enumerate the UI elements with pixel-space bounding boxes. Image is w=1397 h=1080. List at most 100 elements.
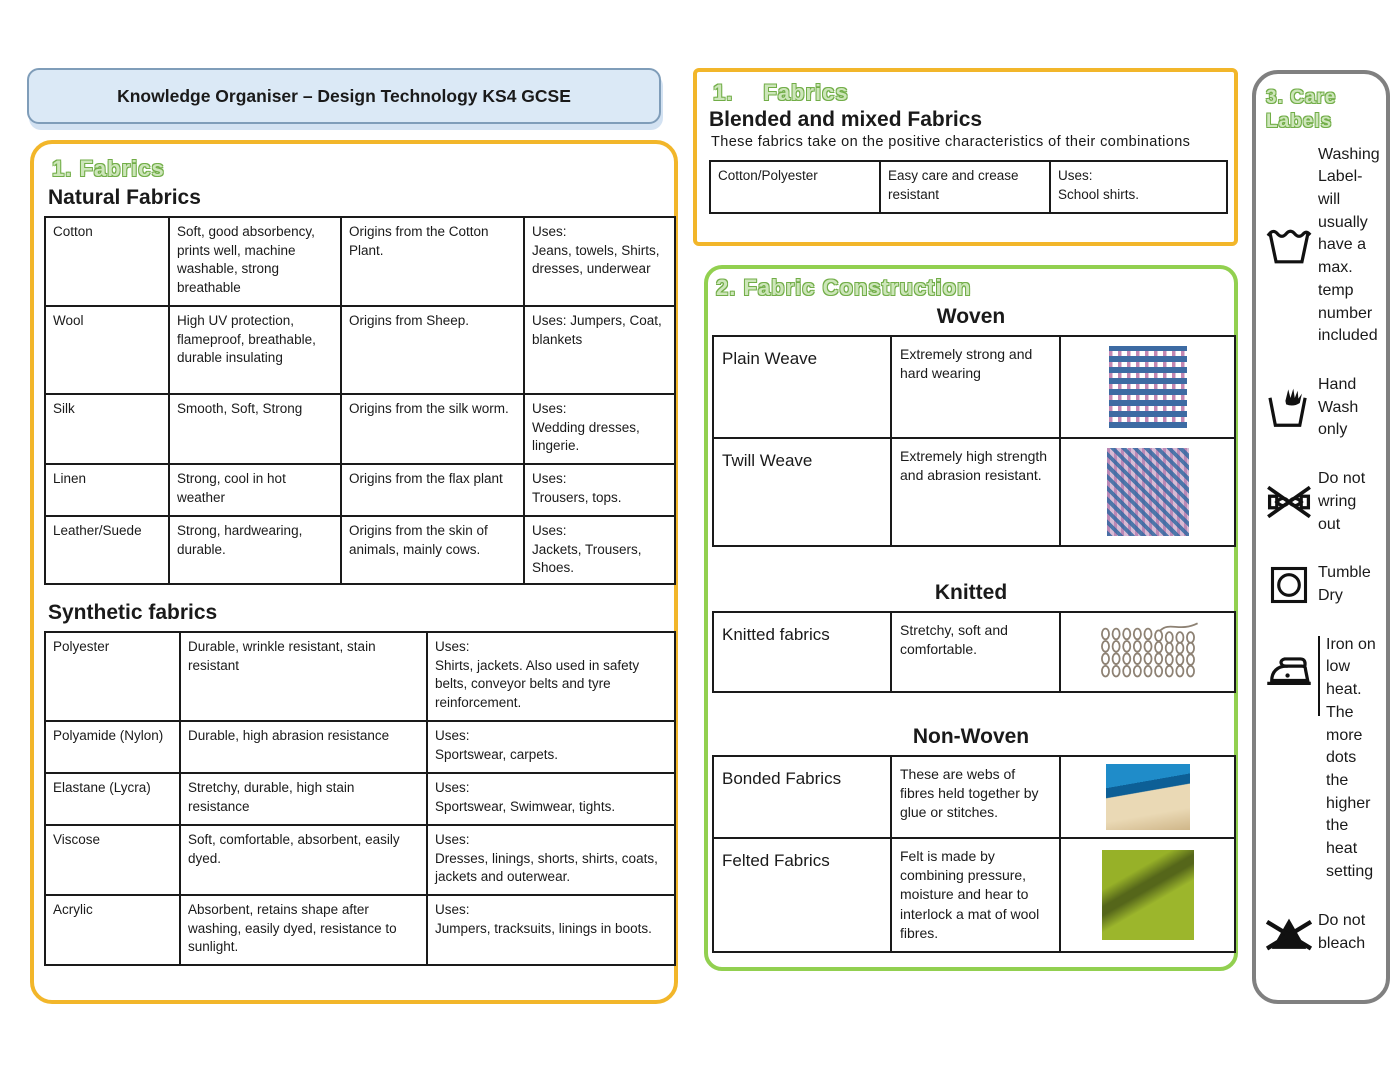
blended-subtitle: These fabrics take on the positive chara… — [711, 134, 1191, 150]
blended-section-word: Fabrics — [763, 80, 849, 105]
care-item-label: Do not bleach — [1318, 911, 1366, 952]
fabric-properties-cell: Absorbent, retains shape after washing, … — [179, 894, 428, 966]
care-item-iron: Iron on low heat. The more dots the high… — [1266, 634, 1378, 884]
table-row: Plain Weave Extremely strong and hard we… — [712, 335, 1236, 439]
fabric-origins-cell: Origins from the skin of animals, mainly… — [340, 515, 525, 585]
fabric-name-cell: Polyester — [44, 631, 181, 722]
knitted-table: Knitted fabrics Stretchy, soft and comfo… — [712, 611, 1236, 693]
fabric-name-cell: Cotton — [44, 216, 170, 307]
care-item-label: Tumble Dry — [1318, 564, 1371, 604]
table-row: Felted Fabrics Felt is made by combining… — [712, 836, 1236, 954]
construction-name-cell: Bonded Fabrics — [712, 754, 892, 839]
fabric-uses-cell: Uses: School shirts. — [1049, 160, 1228, 214]
fabric-name-cell: Cotton/Polyester — [709, 160, 881, 214]
iron-icon — [1266, 646, 1312, 692]
construction-desc-cell: Extremely high strength and abrasion res… — [890, 437, 1061, 547]
fabric-name-cell: Silk — [44, 393, 170, 465]
care-item-hand-wash: Hand Wash only — [1266, 374, 1378, 442]
woven-heading: Woven — [936, 305, 1006, 328]
construction-desc-cell: Stretchy, soft and comfortable. — [890, 611, 1061, 693]
construction-name-cell: Felted Fabrics — [712, 836, 892, 954]
hand-wash-icon — [1266, 385, 1312, 431]
fabric-uses-cell: Uses: Sportswear, Swimwear, tights. — [426, 772, 676, 826]
table-row: Bonded Fabrics These are webs of fibres … — [712, 754, 1236, 839]
fabric-origins-cell: Origins from the silk worm. — [340, 393, 525, 465]
fabric-uses-cell: Uses: Jumpers, tracksuits, linings in bo… — [426, 894, 676, 966]
fabric-uses-cell: Uses: Jeans, towels, Shirts, dresses, un… — [523, 216, 676, 307]
blended-section-number: 1. — [713, 80, 734, 105]
fabric-properties-cell: Strong, hardwearing, durable. — [168, 515, 342, 585]
table-row: Viscose Soft, comfortable, absorbent, ea… — [44, 824, 676, 896]
fabrics-section-heading: 1. Fabrics — [52, 156, 165, 181]
care-item-do-not-bleach: Do not bleach — [1266, 910, 1378, 956]
table-row: Silk Smooth, Soft, Strong Origins from t… — [44, 393, 676, 465]
synthetic-fabrics-table: Polyester Durable, wrinkle resistant, st… — [44, 631, 676, 966]
construction-desc-cell: Extremely strong and hard wearing — [890, 335, 1061, 439]
do-not-wring-icon — [1266, 479, 1312, 525]
page-title-banner: Knowledge Organiser – Design Technology … — [27, 68, 661, 124]
table-row: Knitted fabrics Stretchy, soft and comfo… — [712, 611, 1236, 693]
fabric-name-cell: Linen — [44, 463, 170, 517]
table-row: Elastane (Lycra) Stretchy, durable, high… — [44, 772, 676, 826]
construction-desc-cell: Felt is made by combining pressure, mois… — [890, 836, 1061, 954]
care-item-tumble-dry: Tumble Dry — [1266, 562, 1378, 607]
care-labels-section: 3. Care Labels Washing Label- will usual… — [1252, 70, 1390, 1004]
knitted-image-cell — [1059, 611, 1236, 693]
fabric-name-cell: Acrylic — [44, 894, 181, 966]
fabric-uses-cell: Uses: Wedding dresses, lingerie. — [523, 393, 676, 465]
fabric-uses-cell: Uses: Jackets, Trousers, Shoes. — [523, 515, 676, 585]
table-row: Polyester Durable, wrinkle resistant, st… — [44, 631, 676, 722]
knitted-heading: Knitted — [934, 581, 1008, 604]
fabric-properties-cell: Easy care and crease resistant — [879, 160, 1051, 214]
non-woven-heading: Non-Woven — [912, 724, 1030, 748]
care-item-label: Hand Wash only — [1318, 375, 1359, 439]
table-row: Leather/Suede Strong, hardwearing, durab… — [44, 515, 676, 585]
care-item-washing: Washing Label- will usually have a max. … — [1266, 144, 1380, 348]
page-title: Knowledge Organiser – Design Technology … — [117, 85, 571, 106]
fabric-properties-cell: Smooth, Soft, Strong — [168, 393, 342, 465]
fabric-name-cell: Polyamide (Nylon) — [44, 720, 181, 774]
table-row: Twill Weave Extremely high strength and … — [712, 437, 1236, 547]
natural-fabrics-table: Cotton Soft, good absorbency, prints wel… — [44, 216, 676, 585]
bonded-fabric-image — [1105, 763, 1190, 830]
fabric-properties-cell: Stretchy, durable, high stain resistance — [179, 772, 428, 826]
blended-fabrics-table: Cotton/Polyester Easy care and crease re… — [709, 160, 1228, 214]
blended-heading: Blended and mixed Fabrics — [709, 108, 983, 131]
blended-fabrics-section: 1. Fabrics Blended and mixed Fabrics The… — [693, 68, 1238, 246]
fabric-name-cell: Viscose — [44, 824, 181, 896]
care-item-do-not-wring: Do not wring out — [1266, 468, 1378, 536]
construction-name-cell: Plain Weave — [712, 335, 892, 439]
fabric-properties-cell: High UV protection, flameproof, breathab… — [168, 305, 342, 395]
fabric-properties-cell: Durable, high abrasion resistance — [179, 720, 428, 774]
felted-fabric-image — [1101, 849, 1194, 940]
twill-weave-image — [1106, 448, 1189, 536]
non-woven-table: Bonded Fabrics These are webs of fibres … — [712, 754, 1236, 954]
woven-table: Plain Weave Extremely strong and hard we… — [712, 335, 1236, 547]
fabric-origins-cell: Origins from the Cotton Plant. — [340, 216, 525, 307]
table-row: Cotton Soft, good absorbency, prints wel… — [44, 216, 676, 307]
do-not-bleach-icon — [1266, 910, 1312, 956]
fabric-uses-cell: Uses: Trousers, tops. — [523, 463, 676, 517]
washing-tub-icon — [1266, 223, 1312, 269]
fabric-uses-cell: Uses: Jumpers, Coat, blankets — [523, 305, 676, 395]
fabric-uses-cell: Uses: Shirts, jackets. Also used in safe… — [426, 631, 676, 722]
fabric-name-cell: Wool — [44, 305, 170, 395]
fabric-properties-cell: Soft, comfortable, absorbent, easily dye… — [179, 824, 428, 896]
care-labels-heading: 3. Care Labels — [1266, 87, 1337, 132]
fabric-properties-cell: Durable, wrinkle resistant, stain resist… — [179, 631, 428, 722]
fabrics-section: 1. Fabrics Natural Fabrics Cotton Soft, … — [30, 140, 678, 1004]
fabric-properties-cell: Soft, good absorbency, prints well, mach… — [168, 216, 342, 307]
table-row: Wool High UV protection, flameproof, bre… — [44, 305, 676, 395]
fabric-uses-cell: Uses: Sportswear, carpets. — [426, 720, 676, 774]
construction-desc-cell: These are webs of fibres held together b… — [890, 754, 1061, 839]
fabric-origins-cell: Origins from the flax plant — [340, 463, 525, 517]
construction-name-cell: Twill Weave — [712, 437, 892, 547]
natural-fabrics-heading: Natural Fabrics — [48, 186, 201, 209]
synthetic-fabrics-heading: Synthetic fabrics — [48, 601, 218, 624]
fabric-construction-section: 2. Fabric Construction Woven Plain Weave… — [704, 265, 1238, 971]
fabric-uses-cell: Uses: Dresses, linings, shorts, shirts, … — [426, 824, 676, 896]
construction-section-heading: 2. Fabric Construction — [716, 275, 972, 300]
care-item-label: Do not wring out — [1318, 470, 1366, 533]
care-item-label: Washing Label- will usually have a max. … — [1318, 145, 1380, 345]
tumble-dry-icon — [1266, 563, 1312, 607]
